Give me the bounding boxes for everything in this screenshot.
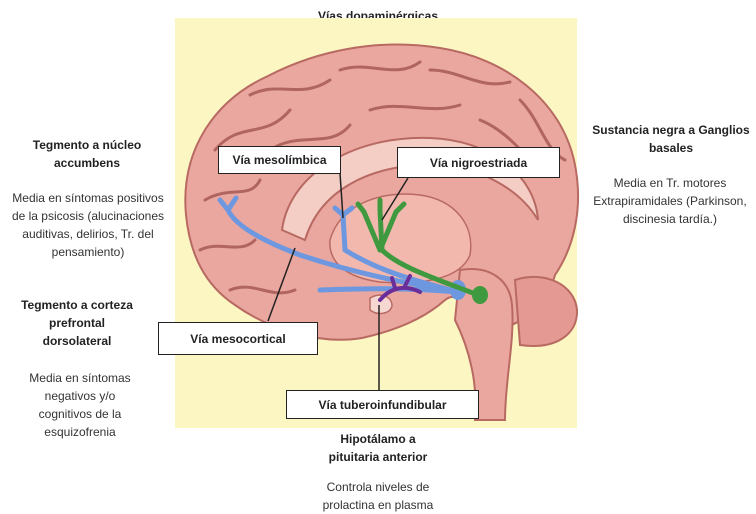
mesocortical-description: Media en síntomas negativos y/o cognitiv…: [10, 369, 150, 441]
label-via-nigroestriada: Vía nigroestriada: [397, 147, 560, 178]
mesocortical-heading: Tegmento a corteza prefrontal dorsolater…: [10, 296, 144, 350]
tuberoinfundibular-description: Controla niveles de prolactina en plasma: [293, 478, 463, 514]
tuberoinfundibular-heading: Hipotálamo a pituitaria anterior: [303, 430, 453, 466]
label-via-mesocortical: Vía mesocortical: [158, 322, 318, 355]
label-via-tuberoinfundibular: Vía tuberoinfundibular: [286, 390, 479, 419]
mesolimbic-heading: Tegmento a núcleo accumbens: [10, 136, 164, 172]
substantia-nigra-node: [472, 286, 488, 304]
nigrostriatal-heading: Sustancia negra a Ganglios basales: [586, 121, 756, 157]
label-via-mesolimbica: Vía mesolímbica: [218, 146, 341, 174]
mesolimbic-description: Media en síntomas positivos de la psicos…: [2, 189, 174, 261]
nigrostriatal-description: Media en Tr. motores Extrapiramidales (P…: [584, 174, 756, 228]
